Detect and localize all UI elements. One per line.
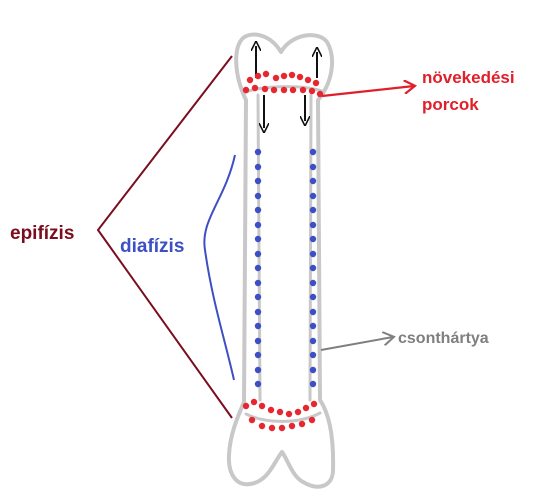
diaphysis-dot-right [309,337,317,345]
periosteum-label-pointer [320,337,393,351]
epiphysis-bracket [96,55,233,419]
growth-dot-bottom [258,422,266,430]
diaphysis-dot-left [254,293,262,301]
epiphysis-label: epifízis [10,223,74,244]
diaphysis-dot-right [309,366,317,374]
growth-dot-top [308,87,316,95]
diaphysis-dot-left [254,177,262,185]
growth-dot-bottom [276,408,284,416]
growth-dot-bottom [267,406,275,414]
diaphysis-dot-right [309,322,317,330]
growth-dot-top [312,79,320,87]
growth-dot-top [261,85,269,93]
diaphysis-dot-right [309,308,317,316]
diaphysis-dot-left [254,192,262,200]
growth-dot-top [289,86,297,94]
diaphysis-dot-right [309,235,317,243]
diaphysis-dot-left [254,366,262,374]
growth-dot-bottom [302,404,310,412]
growth-dot-top [254,72,262,80]
diaphysis-dot-left [254,235,262,243]
diaphysis-label: diafízis [120,236,184,257]
diaphysis-dot-left [254,163,262,171]
diaphysis-dot-right [309,279,317,287]
growth-dot-top [262,70,270,78]
diaphysis-dot-left [254,221,262,229]
diaphysis-dot-left [254,264,262,272]
growth-dot-top [270,86,278,94]
diaphysis-dot-right [309,148,317,156]
growth-dot-bottom [248,416,256,424]
diaphysis-dot-left [254,351,262,359]
diaphysis-dot-right [309,206,317,214]
growth-label-pointer [321,86,414,98]
periosteum-label: csonthártya [398,330,489,347]
diaphysis-dot-left [254,380,262,388]
diaphysis-curve [203,154,236,381]
diaphysis-dot-left [254,279,262,287]
growth-dot-top [304,76,312,84]
diaphysis-dot-right [309,250,317,258]
diaphysis-dot-left [254,148,262,156]
growth-dot-bottom [278,424,286,432]
growth-dot-top [299,86,307,94]
diaphysis-dot-right [309,293,317,301]
diaphysis-dot-right [309,163,317,171]
diaphysis-dot-left [254,206,262,214]
growth-dot-top [246,76,254,84]
diaphysis-dot-right [309,380,317,388]
growth-cartilage-label-line2: porcok [422,95,479,114]
growth-dot-top [242,86,250,94]
diaphysis-dot-right [309,177,317,185]
growth-dot-bottom [268,424,276,432]
growth-dot-top [280,86,288,94]
growth-dot-bottom [242,402,250,410]
growth-dot-top [316,90,324,98]
diaphysis-dot-right [309,221,317,229]
growth-dot-bottom [258,402,266,410]
growth-dot-top [296,73,304,81]
marrow-cavity-outline [242,85,324,423]
growth-dot-top [272,74,280,82]
growth-dot-top [251,84,259,92]
growth-dot-top [280,72,288,80]
growth-dot-bottom [298,420,306,428]
growth-dot-bottom [310,400,318,408]
diaphysis-dot-right [309,264,317,272]
growth-dot-bottom [285,410,293,418]
diaphysis-dot-left [254,337,262,345]
growth-cartilage-label-line1: növekedési [422,68,515,87]
growth-dot-bottom [294,408,302,416]
diaphysis-dot-left [254,308,262,316]
diaphysis-dot-right [309,351,317,359]
diaphysis-dot-right [309,192,317,200]
diaphysis-dot-left [254,250,262,258]
growth-dot-bottom [308,416,316,424]
growth-dot-bottom [250,398,258,406]
dots-layer [242,70,324,432]
diaphysis-dot-left [254,322,262,330]
growth-dot-bottom [288,422,296,430]
bone-outline [226,32,336,489]
growth-dot-top [288,71,296,79]
